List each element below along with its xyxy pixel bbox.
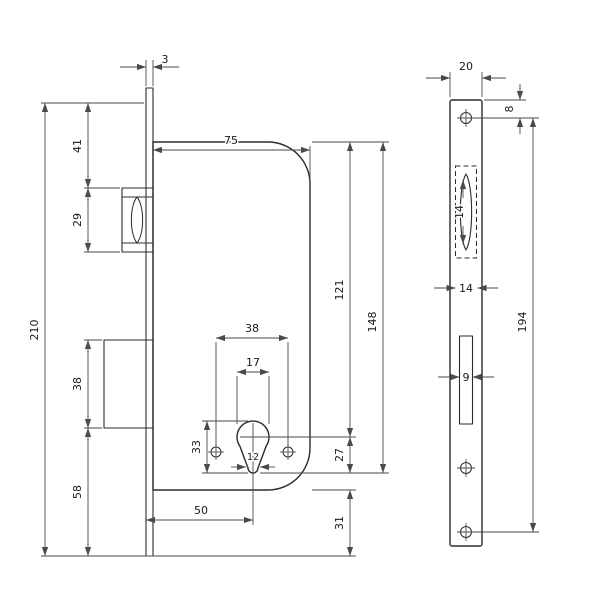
right-view-dimension-lines xyxy=(426,72,539,533)
dim-latch-cutout-width: 14 xyxy=(459,282,473,295)
fixing-hole-right xyxy=(280,444,296,460)
lock-body xyxy=(152,141,311,491)
dim-center-to-profile-bottom: 27 xyxy=(333,448,346,462)
dim-top-to-cylinder-center: 121 xyxy=(333,280,346,301)
dim-plate-width: 20 xyxy=(459,60,473,73)
dim-hole-spacing: 194 xyxy=(516,312,529,333)
dim-top-to-profile-bottom: 148 xyxy=(366,312,379,333)
latch-bolt-side xyxy=(121,187,154,253)
dim-stem-width: 12 xyxy=(247,452,259,463)
dim-latch-height: 29 xyxy=(71,213,84,227)
dim-top-to-first-hole: 8 xyxy=(503,106,516,113)
faceplate-front xyxy=(449,99,483,547)
dim-top-to-latch: 41 xyxy=(71,139,84,153)
dim-backset: 50 xyxy=(194,504,208,517)
dim-plate-thickness: 3 xyxy=(162,53,169,66)
latch-bolt-front xyxy=(459,173,473,251)
dim-bolt-slot-width: 9 xyxy=(463,371,470,384)
left-view: 3 75 41 29 210 38 58 121 148 27 31 38 17… xyxy=(27,52,389,557)
dim-deadbolt-height: 38 xyxy=(71,377,84,391)
deadbolt-side xyxy=(103,339,154,429)
fixing-hole-left xyxy=(208,444,224,460)
latch-cutout xyxy=(455,165,477,259)
dim-profile-height: 33 xyxy=(190,440,203,454)
latch-housing xyxy=(121,187,154,253)
faceplate-side xyxy=(145,87,154,557)
euro-cylinder-hole xyxy=(236,420,270,474)
screw-hole-top xyxy=(457,109,475,127)
dim-overall-height: 210 xyxy=(28,320,41,341)
screw-hole-middle xyxy=(457,459,475,477)
dim-deadbolt-to-bottom: 58 xyxy=(71,485,84,499)
right-view: 20 8 14 14 9 194 xyxy=(426,59,539,547)
left-view-dimension-lines xyxy=(41,60,389,557)
dim-body-width: 75 xyxy=(224,134,238,147)
dim-latch-bolt-width: 14 xyxy=(453,205,466,219)
dim-body-to-plate-bottom: 31 xyxy=(333,516,346,530)
latch-curve xyxy=(130,196,144,244)
screw-hole-bottom xyxy=(457,523,475,541)
dim-cylinder-diameter: 17 xyxy=(246,356,260,369)
dim-fixing-hole-spacing: 38 xyxy=(245,322,259,335)
